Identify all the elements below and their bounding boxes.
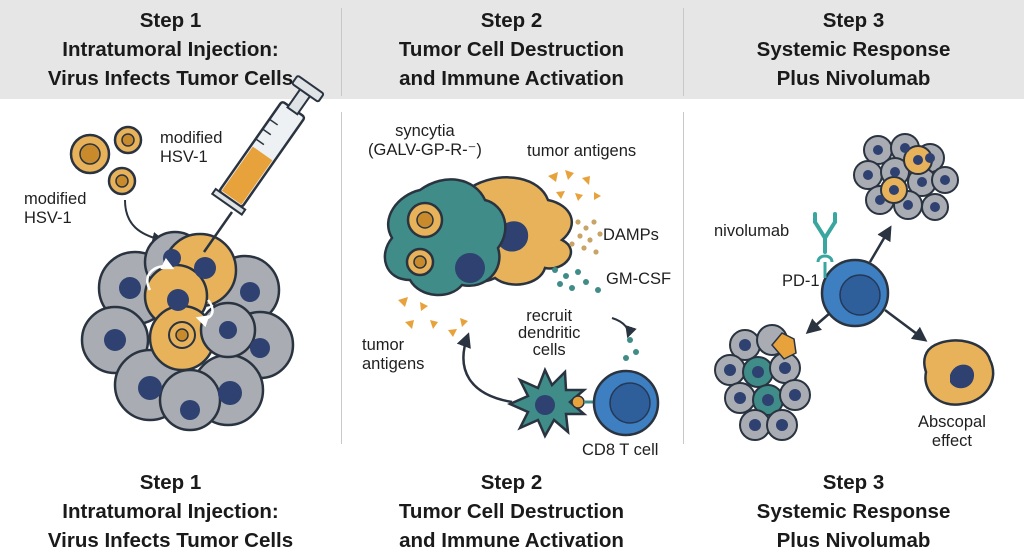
gmcsf-dots [552, 267, 639, 361]
intracellular-virus [168, 321, 196, 349]
distant-tumor-top-nuclei [863, 143, 950, 212]
damps-label: DAMPs [603, 226, 659, 244]
step-1-footer: Step 1 Intratumoral Injection: Virus Inf… [0, 468, 341, 555]
virus-label-left: modified HSV-1 [24, 190, 87, 227]
step-2-header: Step 2 Tumor Cell Destruction and Immune… [341, 6, 682, 93]
step-1-footer-number: Step 1 [139, 471, 202, 494]
step-1-title-line2: Virus Infects Tumor Cells [47, 67, 294, 90]
gmcsf-label: GM-CSF [606, 270, 672, 288]
antigen-presentation [571, 395, 585, 409]
virus-label-top: modified HSV-1 [160, 129, 223, 166]
panel-1-illustration [69, 75, 325, 432]
panel-2-illustration [383, 170, 660, 439]
step-3-number: Step 3 [822, 9, 885, 32]
nivolumab-label: nivolumab [714, 222, 790, 240]
step-3-header: Step 3 Systemic Response Plus Nivolumab [683, 6, 1024, 93]
gmcsf-arrow [611, 317, 637, 339]
step-2-title-line2: and Immune Activation [399, 67, 624, 90]
damps-dots [569, 219, 603, 255]
step-2-number: Step 2 [480, 9, 543, 32]
syncytia-label: syncytia (GALV-GP-R-⁻) [368, 122, 482, 159]
nivolumab-antibody-icon [813, 212, 837, 254]
divider-2 [683, 8, 684, 96]
antigen-return-arrow [456, 332, 513, 404]
step-2-footer-number: Step 2 [480, 471, 543, 494]
step-1-footer-line1: Intratumoral Injection: [62, 500, 279, 523]
cd8-t-cell-label: CD8 T cell [582, 441, 659, 459]
step-3-footer-line2: Plus Nivolumab [776, 529, 931, 552]
treated-tumor-nuclei [724, 339, 801, 431]
tumor-antigen-fragments [548, 170, 601, 201]
arrow-to-abscopal [884, 309, 928, 342]
syncytia-nucleus [455, 253, 485, 283]
cd8-nucleus [609, 382, 651, 424]
panel-3-illustration [714, 133, 995, 441]
lysed-cell-fragment [771, 332, 797, 360]
syncytia-virus [406, 201, 444, 239]
tumor-antigen-fragments-left [398, 297, 468, 337]
infection-arrow [124, 199, 165, 244]
divider-1 [341, 8, 342, 96]
tumor-antigens-top-label: tumor antigens [527, 142, 637, 160]
virus-particle [113, 125, 143, 155]
syringe-icon [202, 75, 325, 253]
divider-4 [683, 112, 684, 444]
step-3-footer-line1: Systemic Response [756, 500, 951, 523]
step-1-number: Step 1 [139, 9, 202, 32]
abscopal-label: Abscopal effect [918, 413, 986, 450]
step-3-title-line2: Plus Nivolumab [776, 67, 931, 90]
dying-cell-nucleus [500, 221, 529, 252]
step-2-footer-line1: Tumor Cell Destruction [398, 500, 625, 523]
step-2-footer-line2: and Immune Activation [399, 529, 624, 552]
divider-3 [341, 112, 342, 444]
step-2-footer: Step 2 Tumor Cell Destruction and Immune… [341, 468, 682, 555]
tumor-mass [80, 230, 295, 432]
syncytia-virus [405, 247, 435, 277]
step-3-footer-number: Step 3 [822, 471, 885, 494]
tumor-antigens-left-label: tumor antigens [362, 336, 425, 373]
pd1-label: PD-1 [782, 272, 820, 290]
dendritic-nucleus [535, 395, 555, 415]
arrow-to-top-tumor [868, 225, 892, 263]
header-band [0, 0, 1024, 99]
t-cell-center-nucleus [839, 274, 881, 316]
step-1-title-line1: Intratumoral Injection: [62, 38, 279, 61]
abscopal-nucleus [950, 364, 975, 389]
step-1-header: Step 1 Intratumoral Injection: Virus Inf… [0, 6, 341, 93]
step-3-title-line1: Systemic Response [756, 38, 951, 61]
virus-particle [107, 166, 137, 196]
step-2-title-line1: Tumor Cell Destruction [398, 38, 625, 61]
step-1-footer-line2: Virus Infects Tumor Cells [47, 529, 294, 552]
pd1-receptor-icon [816, 254, 834, 278]
treated-tumor [714, 324, 811, 441]
spread-arrow-white [146, 257, 175, 291]
virus-particle [69, 133, 111, 175]
step-3-footer: Step 3 Systemic Response Plus Nivolumab [683, 468, 1024, 555]
arrow-to-left-tumor [805, 312, 831, 334]
recruit-dendritic-label: recruit dendritic cells [518, 307, 581, 359]
tumor-nuclei [104, 249, 270, 420]
spread-arrow-white [195, 299, 214, 328]
